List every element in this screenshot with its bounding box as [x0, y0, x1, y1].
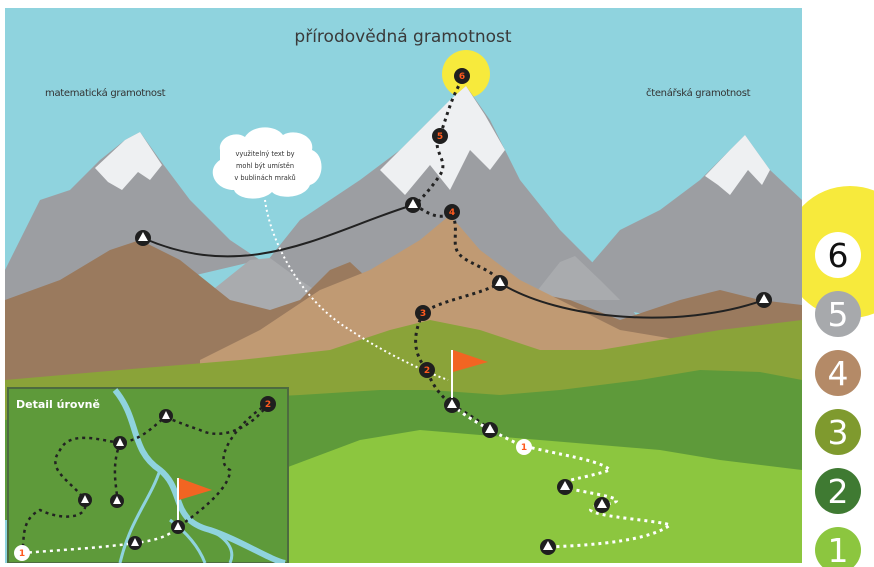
svg-text:3: 3 [420, 309, 426, 319]
right-peak-label: čtenářská gramotnost [646, 87, 751, 99]
svg-text:1: 1 [521, 443, 527, 453]
legend-number: 1 [828, 531, 849, 567]
detail-checkpoint [110, 494, 124, 508]
legend-circle [815, 291, 861, 337]
detail-checkpoint [78, 493, 92, 507]
legend-number: 5 [828, 295, 849, 334]
svg-text:6: 6 [459, 72, 465, 82]
checkpoint-marker [756, 292, 772, 308]
legend-circle [815, 232, 861, 278]
legend-number: 6 [828, 236, 849, 275]
legend-circle [815, 409, 861, 455]
level-marker-6: 6 [454, 68, 470, 84]
legend-level-1: 1 [815, 527, 861, 567]
legend-circle [815, 527, 861, 567]
level-marker-1: 1 [516, 439, 532, 455]
left-peak-label: matematická gramotnost [45, 87, 166, 99]
detail-checkpoint [171, 520, 185, 534]
detail-marker-2: 2 [260, 396, 276, 412]
legend-circle [815, 350, 861, 396]
svg-text:4: 4 [449, 208, 455, 218]
legend-level-5: 5 [815, 291, 861, 337]
checkpoint-marker [492, 275, 508, 291]
level-marker-5: 5 [432, 128, 448, 144]
detail-checkpoint [113, 436, 127, 450]
landscape: 6 5 4 3 2 1 využitelný text by mohl být … [5, 8, 802, 563]
svg-text:5: 5 [437, 132, 443, 142]
checkpoint-marker [405, 197, 421, 213]
legend-number: 2 [828, 472, 849, 511]
map-title: přírodovědná gramotnost [294, 27, 511, 47]
legend-level-3: 3 [815, 409, 861, 455]
legend-number: 3 [828, 413, 849, 452]
legend-number: 4 [828, 354, 849, 393]
svg-text:2: 2 [265, 400, 271, 410]
checkpoint-marker [444, 397, 460, 413]
mountain-small-right [530, 256, 620, 300]
meadow [280, 430, 802, 563]
checkpoint-markers [135, 197, 772, 555]
detail-flag-icon [177, 478, 212, 525]
dotted-route-path [412, 79, 502, 432]
detail-dotted-route [20, 402, 270, 554]
legend-level-6: 6 [815, 232, 861, 278]
mountain-central [220, 86, 640, 320]
checkpoint-marker [135, 230, 151, 246]
flag-icon [451, 350, 488, 398]
checkpoint-marker [482, 422, 498, 438]
detail-checkpoint [128, 536, 142, 550]
detail-title: Detail úrovně [16, 398, 100, 411]
legend-level-2: 2 [815, 468, 861, 514]
level-legend: 6 5 4 3 2 1 [815, 232, 861, 567]
checkpoint-marker [594, 497, 610, 513]
detail-marker-1: 1 [14, 545, 30, 561]
bubble-connector [264, 199, 449, 381]
traverse-line [142, 204, 765, 319]
mountain-right [560, 135, 802, 340]
legend-level-4: 4 [815, 350, 861, 396]
detail-checkpoint [159, 409, 173, 423]
mountain-right-snow [705, 135, 770, 195]
detail-inset: 2 1 Detail úrovně [7, 387, 289, 563]
level-marker-2: 2 [419, 362, 435, 378]
svg-text:2: 2 [424, 366, 430, 376]
bubble-line: využitelný text by [235, 150, 294, 158]
checkpoint-marker [557, 479, 573, 495]
bubble-line: mohl být umístěn [236, 162, 294, 170]
cloud-bubble: využitelný text by mohl být umístěn v bu… [212, 127, 322, 199]
detail-white-route [21, 526, 179, 555]
legend-circle [815, 468, 861, 514]
checkpoint-marker [540, 539, 556, 555]
level-marker-3: 3 [415, 305, 431, 321]
level-marker-4: 4 [444, 204, 460, 220]
svg-text:1: 1 [19, 549, 25, 559]
mountain-left-snow [95, 132, 162, 190]
bubble-line: v bublinách mraků [234, 174, 295, 182]
